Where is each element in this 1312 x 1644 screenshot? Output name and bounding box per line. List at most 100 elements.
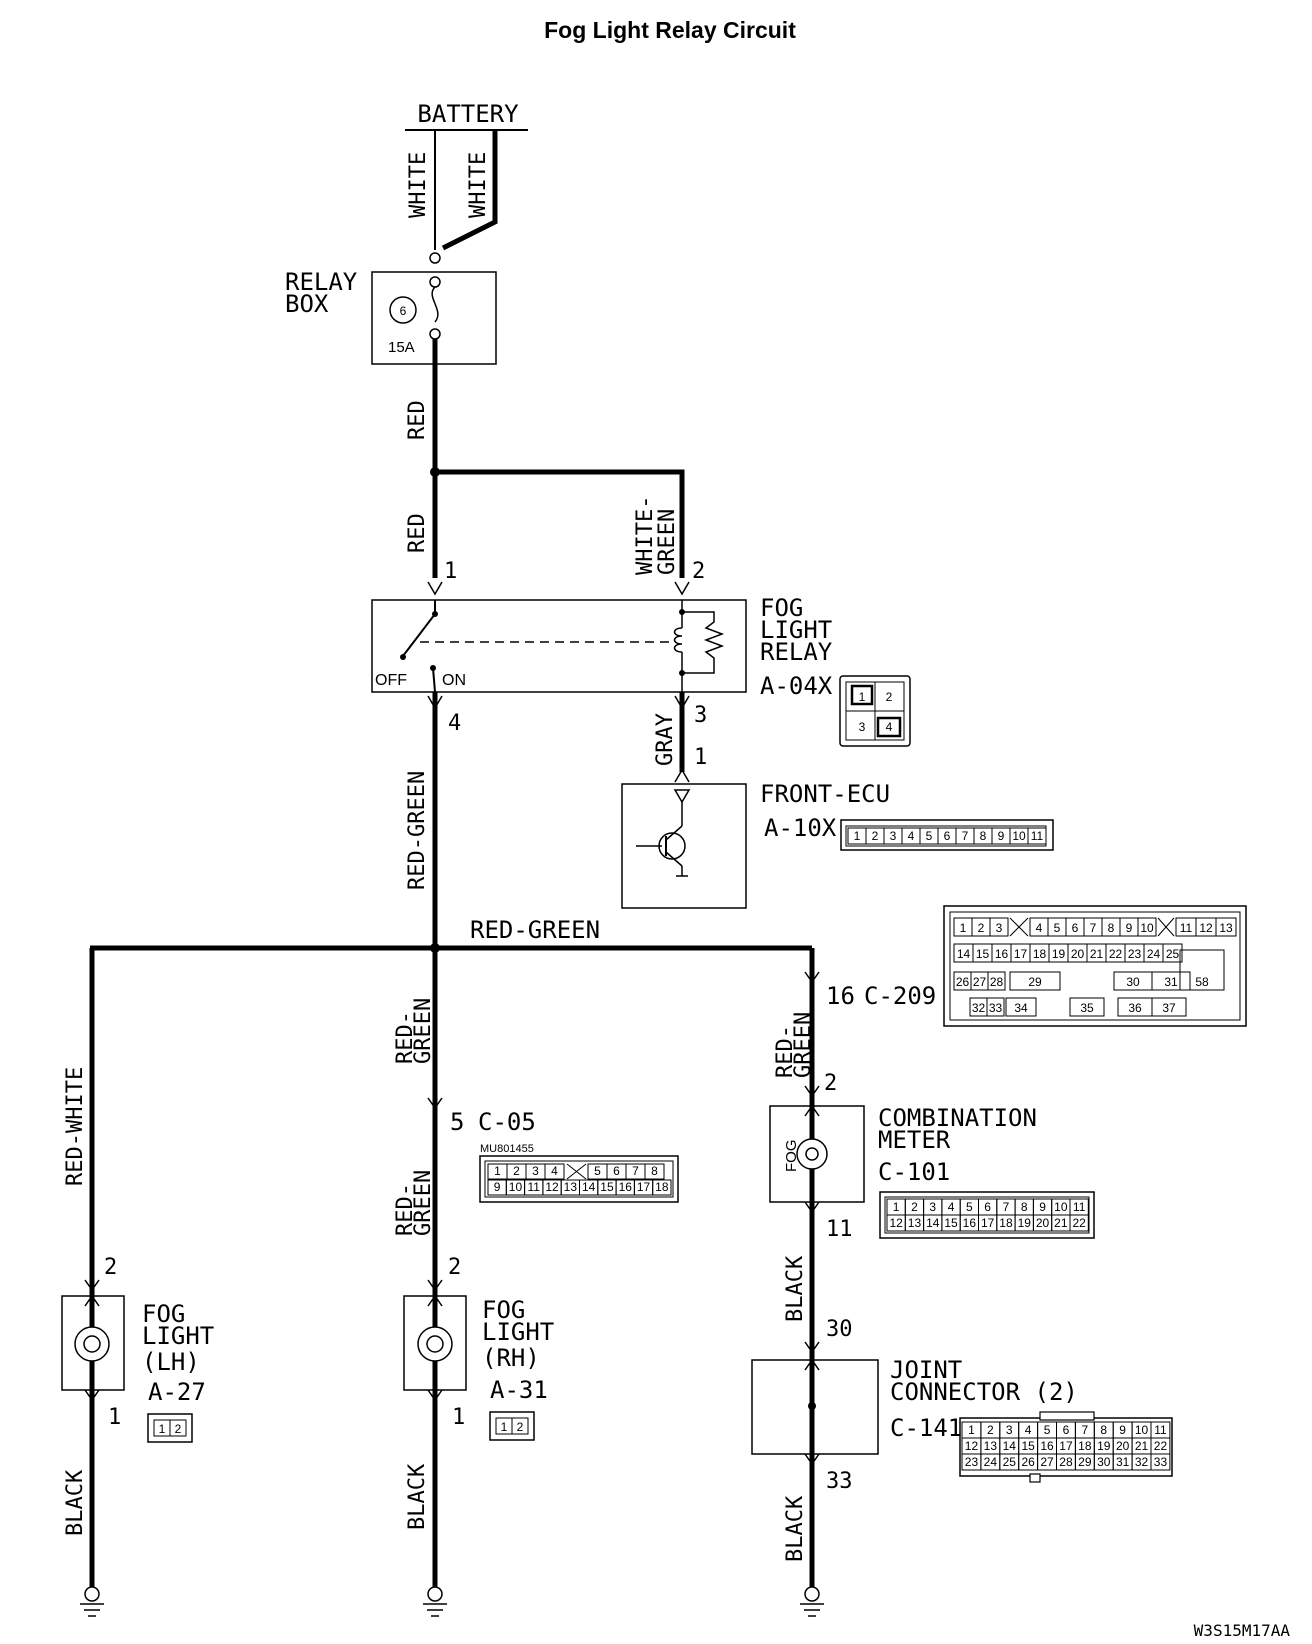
meter-conn-pin-label: 19 [1018, 1216, 1032, 1230]
meter-in-arrow [804, 1085, 820, 1098]
ecu-input-symbol [673, 789, 691, 804]
wire-label-red-green-main: RED-GREEN [405, 771, 430, 890]
c05-pin-label: 1 [494, 1164, 501, 1178]
wire-label-red-white: RED-WHITE [63, 1067, 88, 1186]
c209-pin: 16 [826, 982, 855, 1010]
rh-label-3: (RH) [482, 1344, 540, 1372]
relay-box-label-2: BOX [285, 290, 329, 318]
c05-pin-label: 7 [632, 1164, 639, 1178]
c209-pin-label: 9 [1126, 921, 1133, 935]
c209-cell [1162, 943, 1183, 963]
meter-fog-filament [805, 1147, 819, 1161]
ecu-transistor-collector [665, 825, 683, 841]
battery-wire-2 [441, 130, 498, 251]
joint-connector [751, 1359, 879, 1455]
c209-pin-label: 19 [1052, 947, 1066, 961]
ecu-pin-1: 1 [694, 745, 707, 770]
meter-conn-pin-label: 8 [1021, 1200, 1028, 1214]
joint-conn-pin-label: 17 [1059, 1439, 1073, 1453]
c209-pin-label: 58 [1195, 975, 1209, 989]
ecu-conn-pin-label: 11 [1031, 829, 1044, 843]
meter-pin-in: 2 [824, 1071, 837, 1096]
fuse-number-circle [389, 296, 417, 324]
ecu-conn-pin-label: 4 [908, 829, 915, 843]
c209-pin-label: 14 [957, 947, 971, 961]
wire-label-gray: GRAY [653, 713, 678, 766]
meter-conn-pin-label: 20 [1036, 1216, 1050, 1230]
meter-conn-pin-label: 9 [1039, 1200, 1046, 1214]
ecu-conn-pin-label: 6 [944, 829, 951, 843]
joint-conn-pin-label: 16 [1040, 1439, 1054, 1453]
joint-conn-pin-label: 7 [1082, 1423, 1089, 1437]
joint-conn-pin-label: 9 [1119, 1423, 1126, 1437]
joint-pin-out: 33 [826, 1469, 853, 1494]
c209-pin-label: 8 [1108, 921, 1115, 935]
meter-conn-pin-label: 12 [889, 1216, 903, 1230]
c05-pin-label: 11 [528, 1180, 541, 1194]
c209-pin-label: 25 [1166, 947, 1180, 961]
rh-out-arrow [427, 1389, 443, 1402]
front-ecu [621, 783, 747, 909]
rh-id: A-31 [490, 1376, 548, 1404]
c209-pin-label: 26 [956, 975, 970, 989]
joint-conn-pin-label: 31 [1116, 1455, 1130, 1469]
lh-label-2: LIGHT [142, 1322, 214, 1350]
joint-conn-pin-label: 32 [1135, 1455, 1149, 1469]
lh-connector-face: 1 2 [147, 1413, 193, 1443]
c209-pin-label: 6 [1072, 921, 1079, 935]
c209-pin-label: 36 [1128, 1001, 1142, 1015]
c209-pin-label: 17 [1014, 947, 1028, 961]
rh-label-2: LIGHT [482, 1318, 554, 1346]
c209-pin-label: 13 [1219, 921, 1233, 935]
c05-pin-label: 16 [619, 1180, 633, 1194]
joint-conn-pin-label: 29 [1078, 1455, 1092, 1469]
ecu-conn-pin-label: 8 [980, 829, 987, 843]
wire-label-rg-mid-b2: GREEN [411, 1170, 436, 1236]
battery-label: BATTERY [417, 100, 519, 128]
c209-arrow [804, 971, 820, 984]
joint-conn-pin-label: 4 [1025, 1423, 1032, 1437]
fuse-element [431, 286, 439, 323]
c209-pin-label: 28 [990, 975, 1004, 989]
meter-out-arrow [804, 1201, 820, 1214]
c05-pin-label: 5 [594, 1164, 601, 1178]
c209-cell [1151, 997, 1187, 1017]
c209-pin-label: 18 [1033, 947, 1047, 961]
ecu-label: FRONT-ECU [760, 780, 890, 808]
c209-pin-label: 33 [989, 1001, 1003, 1015]
wire-label-red-1: RED [405, 400, 430, 440]
fuse-number: 6 [400, 304, 407, 318]
joint-in-arrow-2 [804, 1358, 820, 1371]
c209-pin-label: 29 [1028, 975, 1042, 989]
lh-out-arrow [84, 1389, 100, 1402]
c209-pin-label: 35 [1080, 1001, 1094, 1015]
c05-pin-label: 12 [545, 1180, 559, 1194]
meter-id: C-101 [878, 1158, 950, 1186]
ecu-id: A-10X [764, 814, 837, 842]
relay-pin4-arrow [427, 695, 443, 710]
c209-pin-label: 7 [1090, 921, 1097, 935]
fuse-rating: 15A [388, 339, 415, 356]
c05-cell [652, 1179, 672, 1196]
c209-pin-label: 27 [973, 975, 987, 989]
lh-pin-in: 2 [104, 1255, 117, 1280]
joint-conn-pin-label: 1 [968, 1423, 975, 1437]
diagram-code: W3S15M17AA [1194, 1621, 1291, 1640]
joint-conn-pin-label: 10 [1135, 1423, 1149, 1437]
meter-conn-pin-label: 14 [926, 1216, 940, 1230]
relay-label-1: FOG [760, 594, 803, 622]
meter-label-2: METER [878, 1126, 951, 1154]
c05-arrow [427, 1097, 443, 1110]
ecu-conn-cell [1027, 827, 1047, 845]
meter-conn-pin-label: 15 [944, 1216, 958, 1230]
c209-id: C-209 [864, 982, 936, 1010]
c05-pin-label: 13 [564, 1180, 578, 1194]
joint-in-arrow [804, 1341, 820, 1354]
meter-conn-pin-label: 21 [1054, 1216, 1068, 1230]
lh-in-arrow [84, 1279, 100, 1292]
c05-pin-label: 2 [513, 1164, 520, 1178]
